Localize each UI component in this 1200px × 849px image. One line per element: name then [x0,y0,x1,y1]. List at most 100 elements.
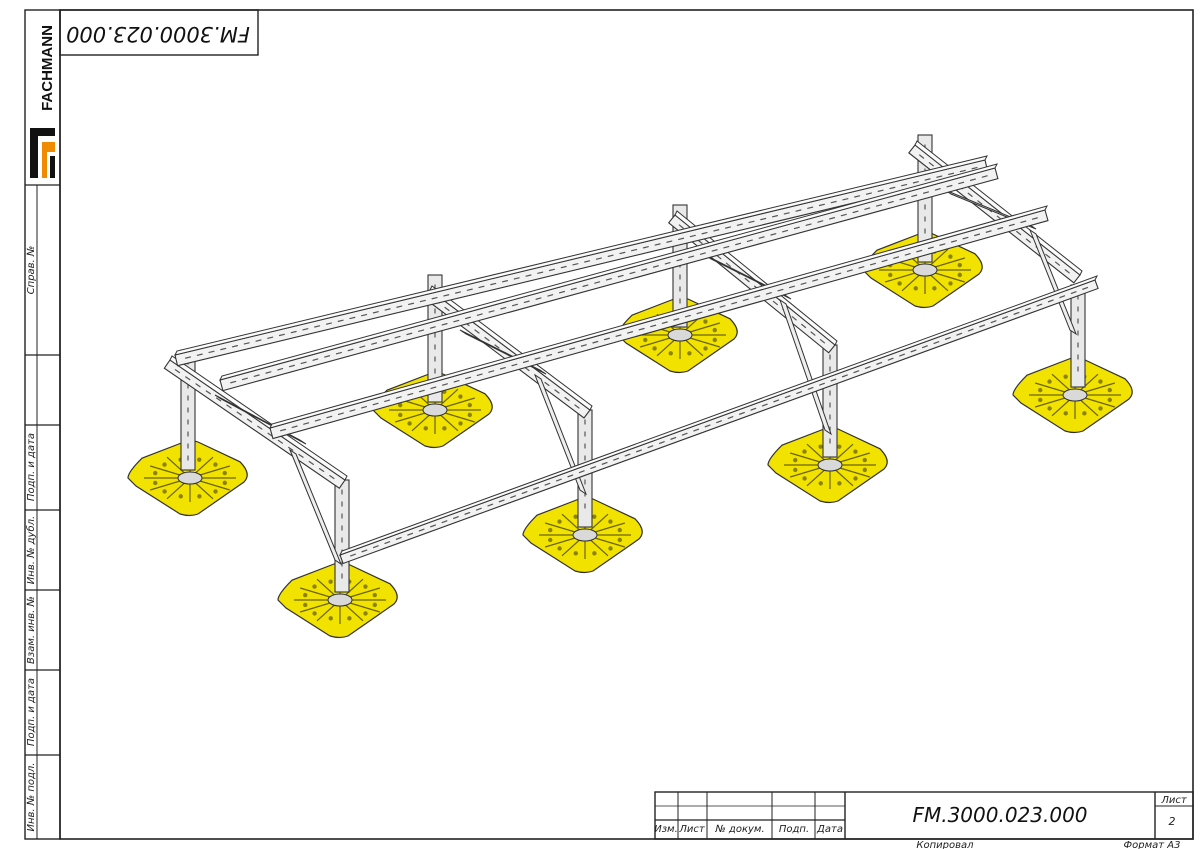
base-pad-front-right-hole [1082,411,1087,416]
base-pad-back-mid-hole [668,351,673,356]
base-pad-back-left-hole [458,394,463,399]
base-pad-back-mid-hole [712,337,717,343]
base-pad-back-right-hole [948,254,953,259]
base-pad-front-right-hole [1063,411,1068,416]
sprav-label: Справ. № [26,246,37,295]
base-pad-front-left-hole [372,602,377,608]
base-pad-front-right-hole [1063,374,1068,379]
base-pad-front-left-hole [363,584,368,589]
base-pad-back-mid-hole [703,346,708,351]
base-pad-left-end-hole [222,480,227,486]
base-pad-left-end-hole [222,470,227,476]
base-pad-front-right-hole [1047,406,1052,411]
base-pad-left-end-hole [162,462,167,467]
base-pad-back-right-hole [948,281,953,286]
base-pad-front-mid-right-hole [793,467,798,473]
brace-1b [288,448,343,566]
base-pad-back-right-hole [957,272,962,278]
base-pad-left-end-hole [178,494,183,499]
base-pad-front-mid-hole [617,537,622,543]
base-pad-front-mid-hole [617,527,622,533]
base-pad-left-end-hole [153,480,158,486]
base-pad-front-mid-right-hole [862,457,867,463]
long-rail-3-top [269,205,1048,429]
sheet-frame [59,9,1194,840]
top-code-text: FM.3000.023.000 [66,22,250,46]
base-pad-front-mid-hole [592,514,597,519]
base-pad-left-end-hole [197,494,202,499]
base-pad-back-left-hole [407,421,412,426]
base-pad-front-right-hub [1062,388,1088,402]
base-pad-back-left-hole [467,402,472,408]
long-rail-front-slots [350,286,1089,557]
base-pad-front-mid-hole [557,519,562,524]
base-pad-front-right-hole [1047,379,1052,384]
base-pad-back-mid-hole [703,319,708,324]
sheet-number: 2 [1169,815,1176,828]
base-pad-back-right-hole [932,286,937,291]
base-pad-front-mid-hole [557,546,562,551]
base-pad-front-mid-hub [572,528,598,542]
drawing-code: FM.3000.023.000 [912,803,1087,827]
base-pad-front-right-hole [1038,397,1043,403]
base-pad-front-right-hole [1107,387,1112,393]
vzam-inv-label: Взам. инв. № [26,596,37,664]
base-pad-front-mid-hole [608,546,613,551]
top-code-box: FM.3000.023.000 [59,9,259,56]
brace-4b [1028,228,1078,336]
cross-beam-1-slots [174,369,335,480]
base-pad-front-left-hole [303,592,308,598]
base-pad-front-mid-right-hole [853,449,858,454]
base-pad-back-right-hole [897,281,902,286]
base-pad-left-end-hole [162,489,167,494]
format-label: Формат А3 [1124,840,1181,849]
base-pad-front-mid-hole [573,514,578,519]
inv-dubl-label: Инв. № дубл. [25,516,37,584]
base-pad-back-mid-hole [643,337,648,343]
base-pad-back-right-hub [912,263,938,277]
base-pad-left-end-hole [213,489,218,494]
base-pad-front-mid-right-hole [853,476,858,481]
long-rail-3-slots [280,217,1038,432]
base-pad-front-mid-right-hub [817,458,843,472]
col-podp: Подп. [779,824,809,835]
base-pad-front-mid-right-hole [862,467,867,473]
base-pad-back-left-hole [458,421,463,426]
base-pad-back-mid-hole [687,351,692,356]
podp-data-label-1: Подп. и дата [26,433,37,501]
base-pad-front-mid-right-hole [837,444,842,449]
long-rail-1-top [174,155,988,356]
col-izm: Изм. [654,824,678,835]
frame-assembly-drawing [127,134,1133,639]
base-pad-front-right-hole [1038,387,1043,393]
base-pad-front-mid-right-hole [802,476,807,481]
base-pad-front-right-hole [1098,406,1103,411]
base-pad-left-end-hub [177,471,203,485]
brand-name: FACHMANN [39,25,56,111]
base-pad-back-left-hole [467,412,472,418]
base-pad-front-left-hole [347,616,352,621]
base-pad-front-mid-hole [573,551,578,556]
copied-label: Копировал [916,840,974,849]
base-pad-left-end-hole [197,457,202,462]
base-pad-front-mid-right-hole [802,449,807,454]
base-pad-left-end-hole [213,462,218,467]
podp-data-label-2: Подп. и дата [26,678,37,746]
base-pad-front-left-hole [303,602,308,608]
base-pad-front-mid-right-hole [837,481,842,486]
title-block: Изм. Лист № докум. Подп. Дата FM.3000.02… [654,791,1194,849]
base-pad-back-mid-hub [667,328,693,342]
base-pad-front-right-hole [1098,379,1103,384]
col-data: Дата [816,824,843,835]
base-pad-back-right-hole [957,262,962,268]
col-dokum: № докум. [714,824,764,835]
base-pad-back-right-hole [888,272,893,278]
support-post-front-right [1070,284,1086,388]
col-list: Лист [678,824,706,835]
base-pad-front-mid-right-hole [793,457,798,463]
base-pad-front-right-hole [1107,397,1112,403]
base-pad-back-mid-hole [652,346,657,351]
base-pad-front-left-hole [328,616,333,621]
base-pad-back-left-hole [423,426,428,431]
